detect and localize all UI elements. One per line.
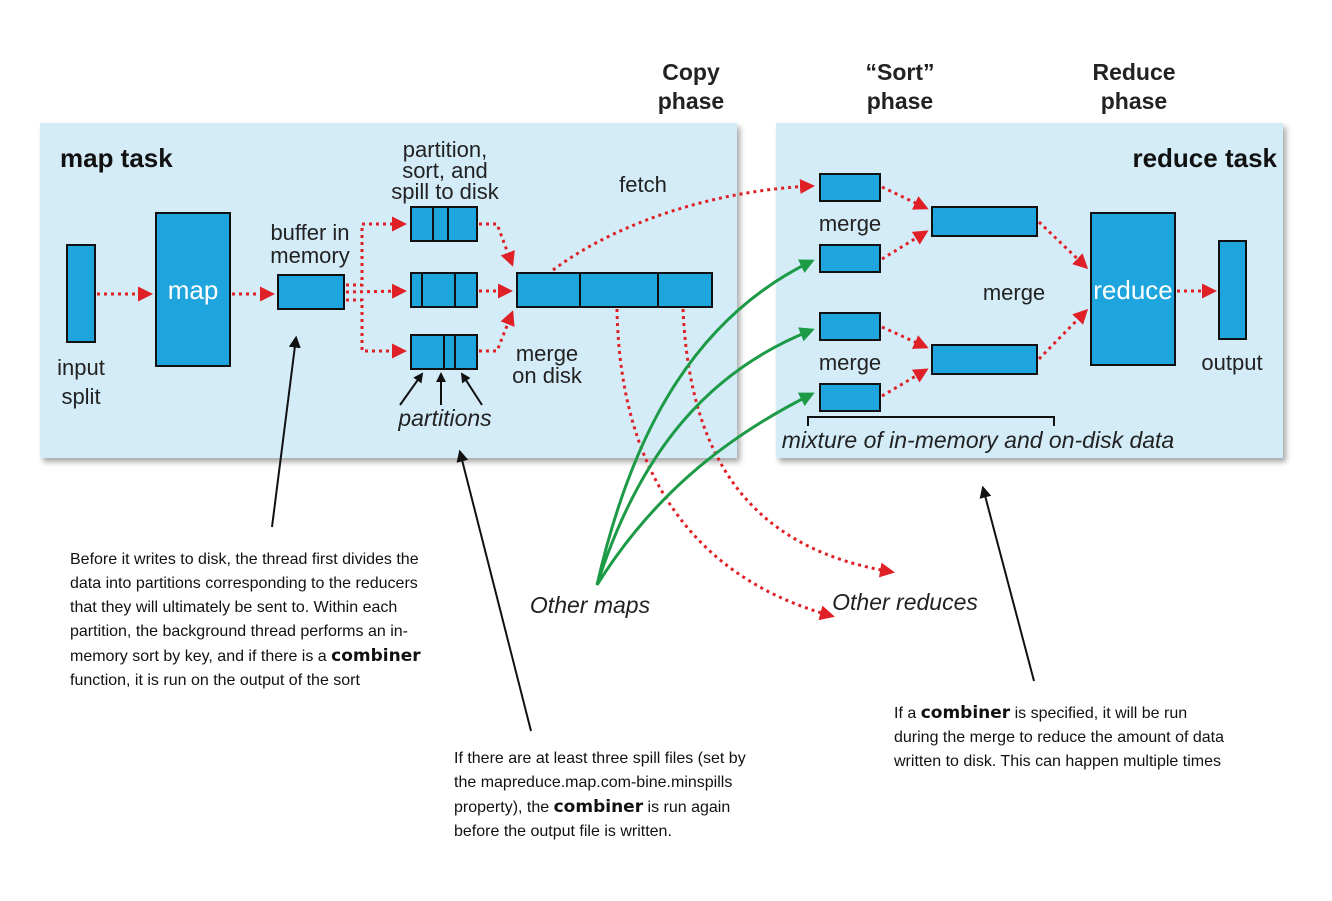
map-task-title: map task [60, 143, 173, 173]
merge-label-middle: merge [983, 280, 1045, 305]
map-box-label: map [168, 275, 219, 305]
green-other-map-arrows [595, 259, 815, 586]
fetch-label: fetch [619, 172, 667, 197]
mixture-label: mixture of in-memory and on-disk data [782, 427, 1174, 453]
copied-segment-1 [819, 173, 881, 202]
merge-on-disk-line2: on disk [512, 363, 583, 388]
input-split-label-line1: input [57, 355, 105, 380]
merge-label-upper: merge [819, 211, 881, 236]
mixture-bracket [807, 416, 1055, 426]
sort-phase-line1: “Sort” [866, 59, 935, 85]
buffer-label-line1: buffer in [270, 220, 349, 245]
output-box [1218, 240, 1247, 340]
reduce-task-title: reduce task [1132, 143, 1277, 173]
other-reduces-label: Other reduces [832, 589, 978, 615]
merge-on-disk-line1: merge [516, 341, 578, 366]
input-split-box [66, 244, 96, 343]
arrow-seg1-to-merged-upper [881, 185, 929, 210]
copied-segment-2 [819, 244, 881, 273]
reduce-box-label: reduce [1093, 275, 1173, 305]
pss-label-line2: sort, and [402, 158, 488, 183]
reduce-phase-line2: phase [1101, 88, 1167, 114]
spill-file-2 [410, 272, 478, 308]
note-merge-combiner: If a combiner is specified, it will be r… [894, 703, 1224, 770]
note-partition-sort: Before it writes to disk, the thread fir… [70, 551, 421, 689]
output-label: output [1201, 350, 1262, 375]
copied-segment-3 [819, 312, 881, 341]
partition-pointer-1 [399, 372, 424, 406]
buffer-box [277, 274, 345, 310]
copy-phase-line1: Copy [662, 59, 720, 85]
arrow-other-maps-to-seg4 [595, 392, 815, 586]
copy-phase-line2: phase [658, 88, 724, 114]
arrow-other-maps-to-seg3 [595, 327, 815, 586]
arrow-buffer-to-spill-3 [346, 298, 407, 359]
pss-label-line3: spill to disk [391, 179, 500, 204]
note-spill-combiner: If there are at least three spill files … [454, 750, 746, 840]
arrow-fetch [552, 179, 815, 272]
other-maps-label: Other maps [530, 592, 651, 618]
reduce-box [1090, 212, 1176, 366]
input-split-label-line2: split [61, 384, 100, 409]
arrow-to-other-reduce-1 [615, 308, 835, 621]
callout-arrow-partitions [456, 449, 532, 732]
arrow-seg2-to-merged-upper [881, 230, 929, 261]
arrow-buffer-to-spill-2 [345, 283, 407, 299]
merged-output-file [516, 272, 713, 308]
callout-arrow-reduce-merge [979, 485, 1035, 682]
callout-arrow-buffer [271, 335, 301, 528]
map-box [155, 212, 231, 367]
arrow-buffer-to-spill-1 [346, 216, 407, 287]
merge-label-lower: merge [819, 350, 881, 375]
spill-file-3 [410, 334, 478, 370]
reduce-phase-line1: Reduce [1092, 59, 1175, 85]
arrow-other-maps-to-seg2 [595, 259, 815, 586]
partition-pointer-3 [460, 372, 483, 406]
spill-file-1 [410, 206, 478, 242]
arrow-seg3-to-merged-lower [881, 325, 929, 349]
arrow-seg4-to-merged-lower [881, 368, 929, 398]
red-data-flow-arrows [97, 179, 1217, 621]
sort-phase-line2: phase [867, 88, 933, 114]
merged-segment-upper [931, 206, 1038, 237]
pss-label-line1: partition, [403, 137, 487, 162]
partitions-label: partitions [397, 405, 492, 431]
copied-segment-4 [819, 383, 881, 412]
merged-segment-lower [931, 344, 1038, 375]
buffer-label-line2: memory [270, 243, 349, 268]
